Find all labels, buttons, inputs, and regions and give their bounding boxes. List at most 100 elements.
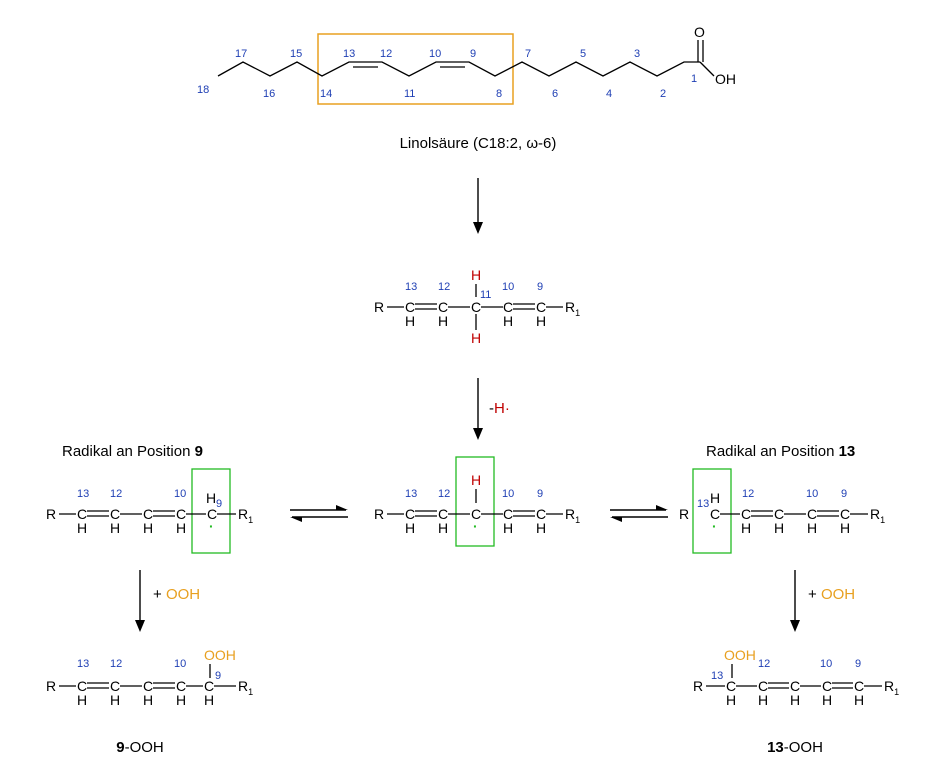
atom-h: H <box>204 692 214 708</box>
atom-h: H <box>405 313 415 329</box>
carbon-number: 17 <box>235 48 247 60</box>
carbon-number: 13 <box>405 281 417 293</box>
atom-r1: R1 <box>870 506 885 525</box>
atom-h: H <box>176 692 186 708</box>
carbon-number: 10 <box>502 281 514 293</box>
atom-h: H <box>741 520 751 536</box>
atom-r: R <box>374 299 384 315</box>
carbon-number: 12 <box>742 488 754 500</box>
left-addition-label: + OOH <box>153 586 200 603</box>
left-addition-arrow: + OOH <box>135 570 200 632</box>
atom-h: H <box>807 520 817 536</box>
hydroxyl-bond <box>699 61 715 77</box>
atom-h: H <box>536 520 546 536</box>
carbon-number: 10 <box>174 658 186 670</box>
atom-h: H <box>710 490 720 506</box>
product-13-ooh-structure: OOH R C C C C C R1 H H H H H 13 12 10 9 <box>693 647 899 708</box>
carbonyl-oxygen: O <box>694 24 705 40</box>
atom-h: H <box>536 313 546 329</box>
carbon-number: 10 <box>429 48 441 60</box>
atom-h: H <box>726 692 736 708</box>
hydroperoxy-group: OOH <box>204 647 236 663</box>
atom-h: H <box>774 520 784 536</box>
carbon-number: 9 <box>216 498 222 510</box>
atom-c9: C <box>536 506 546 522</box>
atom-r1: R1 <box>238 678 253 697</box>
reaction-arrow-1 <box>473 178 483 234</box>
carbon-number: 9 <box>537 281 543 293</box>
atom-c9: C <box>536 299 546 315</box>
carbon-number: 9 <box>537 488 543 500</box>
atom-r: R <box>679 506 689 522</box>
atom-c11: C <box>471 299 481 315</box>
hydroperoxy-group: OOH <box>724 647 756 663</box>
atom-c13: C <box>710 506 720 522</box>
atom-c12: C <box>110 506 120 522</box>
atom-c10: C <box>503 299 513 315</box>
atom-r1: R1 <box>884 678 899 697</box>
atom-h: H <box>405 520 415 536</box>
carbon-number: 10 <box>820 658 832 670</box>
carbon-number: 12 <box>438 281 450 293</box>
carbon-number: 4 <box>606 88 612 100</box>
reaction-arrow-2: -H· <box>473 378 510 440</box>
h-abstraction-label: -H· <box>489 400 510 417</box>
product-9-ooh-label: 9-OOH <box>116 739 164 756</box>
atom-c13: C <box>726 678 736 694</box>
right-addition-arrow: + OOH <box>790 570 855 632</box>
atom-r: R <box>46 506 56 522</box>
atom-h: H <box>854 692 864 708</box>
atom-c13: C <box>405 299 415 315</box>
atom-h: H <box>438 520 448 536</box>
atom-c12: C <box>758 678 768 694</box>
atom-h: H <box>840 520 850 536</box>
equilibrium-arrow-right <box>610 505 668 522</box>
atom-h: H <box>143 692 153 708</box>
carbon-number: 10 <box>806 488 818 500</box>
right-addition-label: + OOH <box>808 586 855 603</box>
carbon-number: 9 <box>215 670 221 682</box>
compound-name: Linolsäure (C18:2, ω-6) <box>400 135 557 152</box>
radical-center-structure: R C C C C C R1 H H H H H · 13 12 10 9 <box>374 456 580 547</box>
atom-h: H <box>77 520 87 536</box>
carbon-number: 3 <box>634 48 640 60</box>
atom-r1: R1 <box>565 299 580 318</box>
bisallylic-h-top: H <box>471 267 481 283</box>
atom-h: H <box>438 313 448 329</box>
atom-c11: C <box>471 506 481 522</box>
atom-h: H <box>206 490 216 506</box>
carbon-number: 6 <box>552 88 558 100</box>
linoleic-acid-structure: O OH <box>217 24 736 105</box>
atom-c10: C <box>807 506 817 522</box>
atom-c12: C <box>438 506 448 522</box>
remaining-h: H <box>471 472 481 488</box>
atom-c13: C <box>405 506 415 522</box>
atom-c12: C <box>110 678 120 694</box>
atom-h: H <box>822 692 832 708</box>
atom-c10: C <box>503 506 513 522</box>
hydroxyl-group: OH <box>715 71 736 87</box>
radical-highlight-box <box>191 468 231 554</box>
carbon-number: 5 <box>580 48 586 60</box>
carbon-number: 13 <box>77 488 89 500</box>
intermediate-structure: R C C C C C R1 H H H H H H 13 12 11 10 9 <box>374 267 580 346</box>
atom-c9: C <box>204 678 214 694</box>
carbon-number: 9 <box>470 48 476 60</box>
carbon-number: 13 <box>711 670 723 682</box>
atom-c11: C <box>774 506 784 522</box>
carbon-number: 12 <box>758 658 770 670</box>
radical-highlight-box <box>455 456 495 547</box>
atom-h: H <box>110 520 120 536</box>
carbon-chain <box>217 61 700 77</box>
radical-dot: · <box>209 518 214 534</box>
carbon-number: 10 <box>174 488 186 500</box>
carbon-number: 16 <box>263 88 275 100</box>
carbon-number: 13 <box>697 498 709 510</box>
atom-c11: C <box>790 678 800 694</box>
carbon-number: 12 <box>110 488 122 500</box>
carbon-number: 11 <box>404 88 415 100</box>
carbon-number: 12 <box>110 658 122 670</box>
atom-h: H <box>758 692 768 708</box>
atom-c12: C <box>438 299 448 315</box>
radical-right-structure: R C C C C C R1 H · H H H H 13 12 10 9 <box>679 468 885 554</box>
